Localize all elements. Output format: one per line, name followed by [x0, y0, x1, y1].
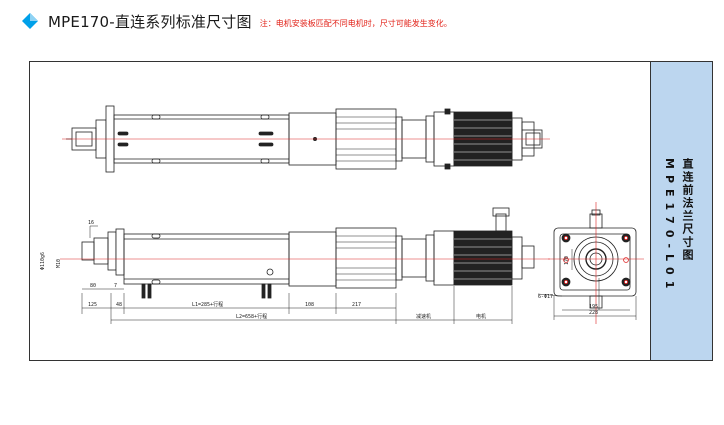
dim-125: 125	[88, 302, 97, 308]
dim-195: 195	[589, 304, 598, 310]
dim-7: 7	[114, 283, 117, 289]
dim-217: 217	[352, 302, 361, 308]
dim-48: 48	[116, 302, 122, 308]
dim-phi: Φ110g6	[40, 252, 46, 270]
label-motor: 电机	[476, 313, 486, 320]
page-title: MPE170-直连系列标准尺寸图	[48, 12, 252, 31]
page-header: MPE170-直连系列标准尺寸图 注：电机安装板匹配不同电机时，尺寸可能发生变化…	[22, 10, 452, 32]
technical-drawing: 16 Φ110g6 M10 80 7 125 48 L1=285+行程 108 …	[40, 105, 644, 324]
label-reducer: 减速机	[416, 313, 431, 320]
drawing-frame: 16 Φ110g6 M10 80 7 125 48 L1=285+行程 108 …	[29, 61, 713, 361]
model-code: MPE170-L01	[663, 158, 676, 295]
dimension-labels: 16 Φ110g6 M10 80 7 125 48 L1=285+行程 108 …	[40, 220, 598, 320]
dim-108: 108	[305, 302, 314, 308]
side-panel: MPE170-L01 直连前法兰尺寸图	[650, 62, 712, 360]
dim-170: 170	[564, 256, 570, 265]
dim-228: 228	[589, 310, 598, 316]
dim-16: 16	[88, 220, 94, 226]
dim-80: 80	[90, 283, 96, 289]
diamond-icon	[22, 13, 38, 29]
dim-l2: L2=658+行程	[236, 313, 267, 320]
dimension-lines	[81, 225, 637, 324]
dim-m: M10	[56, 259, 62, 268]
side-view	[81, 207, 535, 299]
dim-slot: 6-Φ17	[538, 294, 553, 300]
page-note: 注：电机安装板匹配不同电机时，尺寸可能发生变化。	[259, 18, 452, 28]
dim-l1: L1=285+行程	[192, 301, 223, 308]
drawing-name: 直连前法兰尺寸图	[681, 158, 694, 262]
